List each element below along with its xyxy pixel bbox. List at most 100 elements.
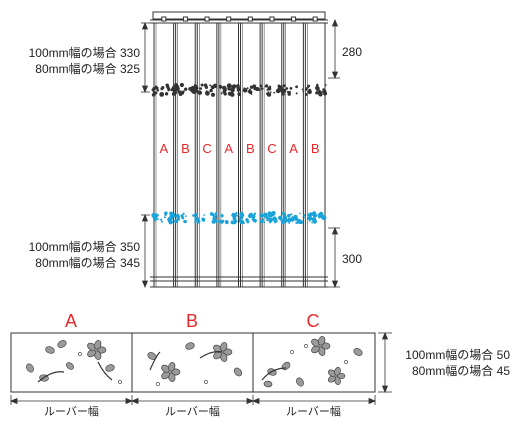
petal — [161, 371, 170, 380]
pattern-dot — [305, 93, 308, 96]
detail-height-label-2: 80mm幅の場合 45 — [411, 364, 510, 378]
petal — [311, 345, 320, 354]
pattern-dot — [259, 213, 264, 218]
pattern-dot — [183, 220, 187, 224]
pattern-dot — [214, 219, 218, 223]
petal — [220, 342, 228, 352]
pattern-dot — [294, 217, 299, 221]
petal — [328, 369, 336, 377]
petal — [318, 336, 326, 346]
pattern-dot — [203, 214, 205, 216]
pattern-dot — [204, 85, 208, 89]
pattern-dot — [295, 221, 298, 224]
pattern-dot — [295, 92, 298, 95]
pattern-dot — [263, 221, 266, 224]
detail-letter-c: C — [306, 311, 320, 331]
pattern-band-bottom — [151, 211, 327, 225]
petal — [87, 349, 96, 358]
pattern-dot — [240, 222, 242, 224]
pattern-dot — [277, 87, 280, 89]
pattern-dot — [282, 84, 286, 88]
pattern-dot — [196, 219, 201, 224]
pattern-dot — [168, 220, 173, 225]
top-left-dimension-label-2: 80mm幅の場合 325 — [35, 62, 140, 76]
petal — [161, 364, 170, 373]
pattern-dot — [264, 85, 268, 88]
pattern-dot — [277, 84, 281, 88]
pattern-dot — [299, 212, 301, 215]
stem — [261, 367, 287, 381]
pattern-dot — [305, 87, 308, 90]
top-left-dimension-label-1: 100mm幅の場合 330 — [28, 46, 140, 60]
pattern-dot — [237, 92, 242, 96]
petal — [45, 346, 55, 354]
petal-dot — [78, 352, 82, 356]
pattern-dot — [288, 90, 291, 94]
pattern-dot — [161, 220, 163, 223]
pattern-dot — [321, 216, 324, 219]
pattern-dot — [172, 90, 178, 95]
pattern-dot — [285, 87, 289, 90]
detail-height-label-1: 100mm幅の場合 50 — [405, 348, 510, 362]
pattern-dot — [201, 217, 205, 221]
petal — [168, 362, 176, 372]
pattern-dot — [260, 87, 264, 90]
pattern-dot — [242, 88, 248, 93]
petal — [296, 377, 304, 387]
pattern-dot — [197, 90, 202, 95]
petal — [311, 338, 320, 347]
pattern-dot — [258, 89, 261, 92]
pattern-dot — [156, 218, 159, 221]
pattern-dot — [315, 91, 319, 95]
petal — [87, 342, 96, 351]
pattern-dot — [205, 90, 210, 96]
louver-panel — [304, 16, 326, 287]
panel-letter-b: B — [181, 141, 190, 156]
detail-letter-b: B — [185, 311, 198, 331]
pattern-dot — [287, 217, 292, 223]
pattern-dot — [307, 84, 311, 88]
pattern-dot — [267, 91, 270, 93]
pattern-dot — [253, 86, 257, 91]
pattern-dot — [159, 92, 165, 97]
petal — [94, 340, 102, 350]
pattern-dot — [257, 87, 260, 90]
top-right-dimension-label: 280 — [342, 45, 363, 59]
pattern-dot — [169, 213, 174, 218]
pattern-dot — [191, 86, 195, 90]
bottom-left-dimension-label-1: 100mm幅の場合 350 — [28, 240, 140, 254]
pattern-dot — [165, 93, 168, 96]
louver-panel — [261, 16, 283, 287]
pattern-dot — [226, 83, 232, 89]
petal-dot — [156, 382, 160, 386]
pattern-dot — [182, 90, 185, 93]
pattern-dot — [220, 214, 224, 218]
pattern-dot — [263, 212, 268, 218]
panel-letter-b: B — [310, 141, 320, 156]
pattern-dot — [266, 219, 269, 222]
pattern-dot — [152, 90, 155, 93]
panel-letter-a: A — [159, 141, 169, 156]
louver-panel — [175, 16, 196, 287]
pattern-dot — [268, 213, 273, 218]
petal — [213, 351, 222, 360]
pattern-dot — [194, 221, 197, 224]
pattern-dot — [268, 217, 273, 223]
pattern-dot — [194, 212, 198, 217]
panel-letter-c: C — [267, 141, 277, 156]
detail-dimension-lines — [9, 331, 392, 405]
detail-flower-patterns — [26, 336, 363, 388]
pattern-dot — [232, 221, 236, 224]
pattern-dot — [302, 90, 305, 93]
pattern-dot — [325, 84, 327, 86]
pattern-dot — [237, 87, 241, 92]
petal — [334, 367, 341, 376]
pattern-dot — [246, 220, 250, 224]
pattern-dot — [311, 221, 313, 224]
pattern-dot — [288, 221, 291, 224]
pattern-dot — [271, 211, 276, 216]
petal — [66, 362, 74, 370]
pattern-dot — [156, 89, 160, 92]
pattern-dot — [282, 212, 286, 216]
